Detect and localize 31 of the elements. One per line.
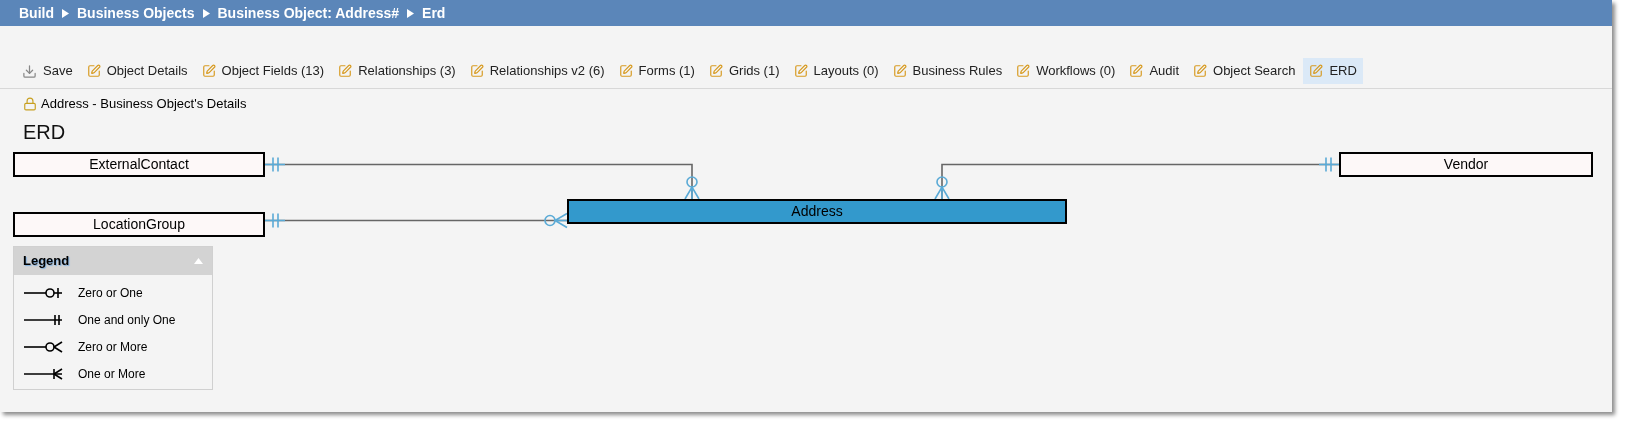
breadcrumb-link: Business Object: Address# <box>217 3 400 23</box>
legend-label: One and only One <box>78 312 176 329</box>
tab-button: Object Search <box>1187 58 1302 84</box>
tab-button: Grids (1) <box>702 58 786 84</box>
tab-button: Layouts (0) <box>787 58 885 84</box>
tab-button: Relationships v2 (6) <box>463 58 611 84</box>
legend-label: Zero or One <box>78 285 143 302</box>
legend-title: Legend <box>23 252 70 271</box>
save-button: Save <box>16 58 79 84</box>
breadcrumb-link: Erd <box>422 3 446 23</box>
entity-box: Address <box>567 199 1067 224</box>
tab-button: Business Rules <box>886 58 1009 84</box>
relationship-line <box>934 156 1340 200</box>
entity-box: Vendor <box>1339 152 1593 177</box>
tab-button: Object Details <box>80 58 194 84</box>
tab-button: Object Fields (13) <box>195 58 331 84</box>
relationship-line <box>264 212 568 229</box>
legend-label: One or More <box>78 366 146 383</box>
legend-label: Zero or More <box>78 339 148 356</box>
entity-box: LocationGroup <box>13 212 265 237</box>
relationship-line <box>264 156 700 200</box>
tab-button: Forms (1) <box>612 58 701 84</box>
details-text: Address - Business Object's Details <box>41 95 247 113</box>
tab-button: Relationships (3) <box>332 58 462 84</box>
tab-button: Audit <box>1123 58 1185 84</box>
entity-box: ExternalContact <box>13 152 265 177</box>
page-title: ERD <box>23 120 66 145</box>
breadcrumb-link: Build <box>19 3 54 23</box>
breadcrumb-link: Business Objects <box>77 3 195 23</box>
tab-button: Workflows (0) <box>1010 58 1122 84</box>
tab-button: ERD <box>1303 58 1363 84</box>
